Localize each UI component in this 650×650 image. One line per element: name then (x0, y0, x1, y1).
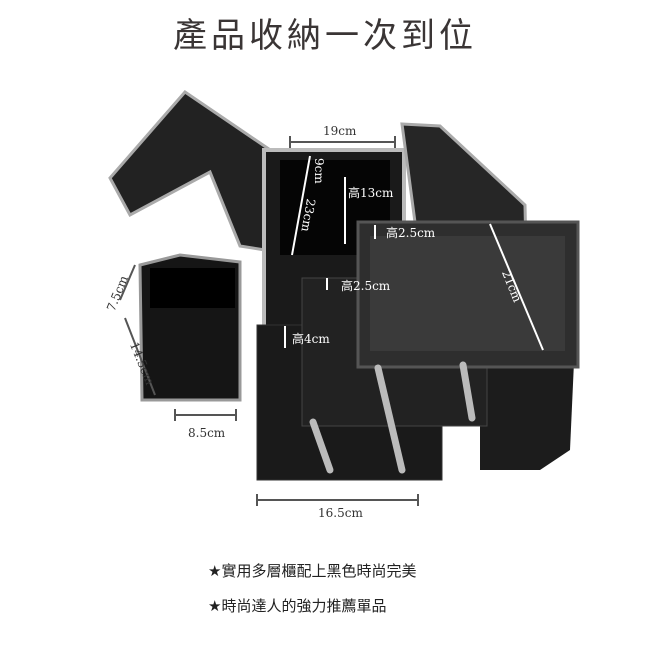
dimension-lines-light (284, 155, 544, 351)
small-box-opening (150, 268, 235, 308)
dim-inner-height: 高13cm (348, 186, 394, 200)
dim-tray2-height: 高2.5cm (341, 279, 391, 293)
dim-width-top: 19cm (323, 124, 357, 138)
dim-box-width: 8.5cm (188, 426, 226, 440)
dim-bottom-height: 高4cm (292, 332, 330, 346)
extension-arms (309, 361, 476, 474)
dim-tray1-height: 高2.5cm (386, 226, 436, 240)
feature-line-1: ★實用多層櫃配上黑色時尚完美 (208, 562, 417, 580)
dim-depth-9: 9cm (312, 158, 326, 184)
page-title: 產品收納一次到位 (173, 16, 477, 56)
dimension-lines-dark (119, 136, 419, 506)
top-tray-inner (370, 236, 565, 351)
feature-line-2: ★時尚達人的強力推薦單品 (208, 597, 387, 615)
dim-bottom-width: 16.5cm (318, 506, 363, 520)
side-panel (480, 340, 575, 470)
left-lid (108, 90, 284, 252)
